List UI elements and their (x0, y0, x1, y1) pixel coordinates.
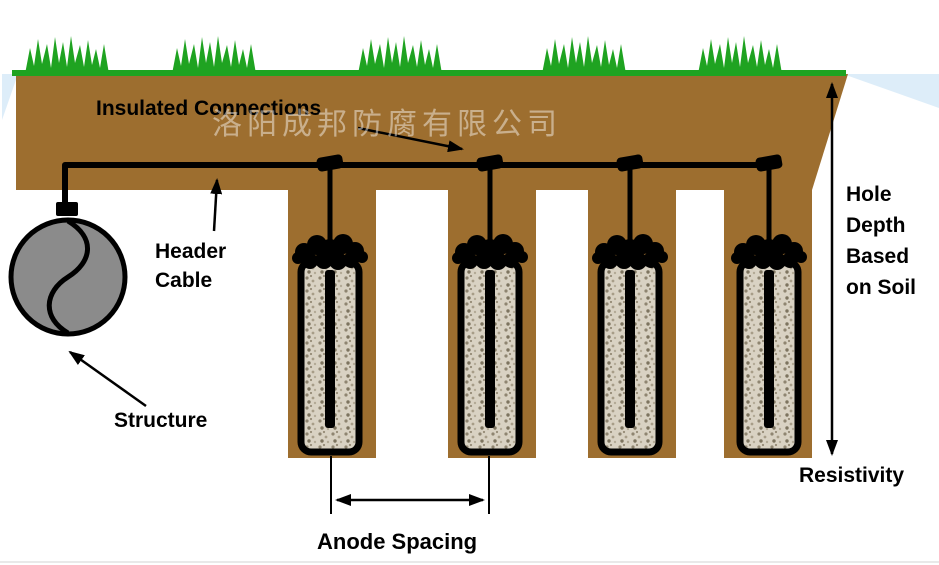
hole-depth-label: Hole Depth Based on Soil (846, 179, 916, 303)
insulated-connections-label: Insulated Connections (96, 97, 322, 120)
anode-spacing-dimension (330, 456, 490, 514)
header-cable-label-line2: Cable (155, 269, 213, 292)
header-cable-arrow (210, 178, 223, 232)
resistivity-label: Resistivity (799, 464, 905, 487)
sky-tint-right (843, 74, 939, 108)
anode-lead-wires (327, 166, 772, 240)
insulated-connection-splice (616, 154, 644, 172)
grass-layer (12, 36, 846, 76)
insulated-connection-splice (316, 154, 344, 172)
insulated-connection-splice (755, 154, 783, 172)
anode-column (301, 262, 359, 452)
hole-depth-label-line3: Based (846, 245, 910, 268)
hole-depth-label-line2: Depth (846, 214, 906, 237)
bottom-divider (0, 561, 939, 563)
structure-terminal (56, 202, 78, 216)
header-cable-label-line1: Header (155, 240, 227, 263)
hole-depth-label-line4: on Soil (846, 276, 916, 299)
insulated-connections-arrow (357, 126, 464, 153)
grass-tuft (698, 36, 782, 74)
grass-tuft (358, 36, 442, 74)
anode-column (461, 262, 519, 452)
structure-symbol (8, 202, 128, 337)
anode-spacing-label: Anode Spacing (317, 529, 478, 554)
structure-curve (46, 218, 90, 336)
grass-tuft (542, 36, 626, 74)
structure-arrow (68, 350, 147, 408)
structure-label: Structure (114, 409, 208, 432)
insulated-connection-splice (476, 154, 504, 172)
insulated-connection-splices (316, 154, 783, 172)
anode-column (740, 262, 798, 452)
header-cable-line (62, 162, 769, 214)
anode-column (601, 262, 659, 452)
hole-depth-label-line1: Hole (846, 183, 892, 206)
sky-tint-left (2, 74, 18, 120)
header-cable-label: Header Cable (155, 237, 226, 295)
grass-tuft (172, 36, 256, 74)
watermark-text: 洛阳成邦防腐有限公司 (212, 108, 562, 141)
grass-tuft (25, 36, 109, 74)
